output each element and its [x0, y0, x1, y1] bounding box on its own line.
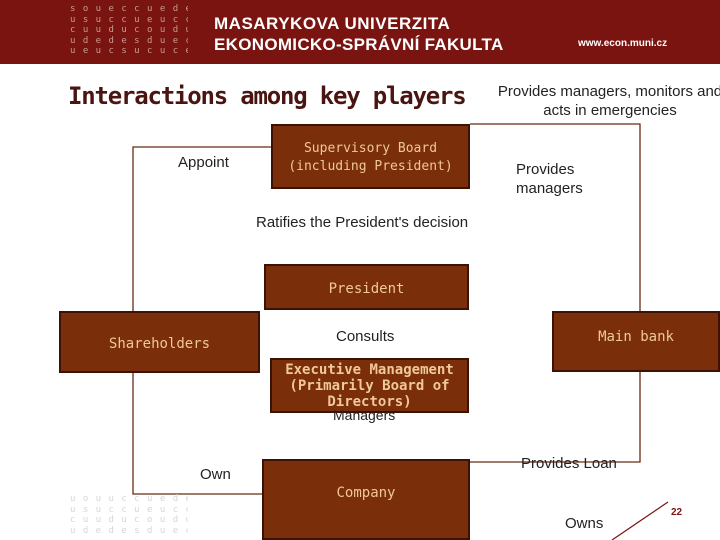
university-name: MASARYKOVA UNIVERZITA: [214, 14, 451, 33]
executive-management-label: Executive Management (Primarily Board of…: [285, 362, 454, 410]
label-ratifies: Ratifies the President's decision: [256, 214, 469, 231]
label-provides-managers: Provides managers: [516, 161, 583, 197]
supervisory-board-label: Supervisory Board (including President): [288, 141, 453, 174]
own-connector: [132, 373, 262, 495]
appoint-connector: [132, 146, 271, 311]
label-provides-loan: Provides Loan: [521, 455, 617, 472]
label-provides-managers-monitors: Provides managers, monitors and acts in …: [497, 83, 720, 119]
page-number: 22: [671, 507, 683, 518]
provides-managers-connector: [470, 123, 641, 311]
shareholders-box: Shareholders: [59, 311, 260, 373]
label-owns: Owns: [565, 515, 604, 532]
logo-pattern: s o u e c c u e d e u s u c c u e u c c …: [70, 4, 188, 56]
faculty-name: EKONOMICKO-SPRÁVNÍ FAKULTA: [214, 35, 504, 54]
loan-connector: [470, 372, 641, 463]
executive-management-box: Executive Management (Primarily Board of…: [270, 358, 469, 413]
supervisory-board-box: Supervisory Board (including President): [271, 124, 470, 189]
president-box: President: [264, 264, 469, 310]
header-bar: s o u e c c u e d e u s u c c u e u c c …: [0, 0, 720, 64]
slide-title: Interactions among key players: [68, 82, 467, 110]
footer-logo-pattern: u o u u c c u e d e u s u c c u e u c c …: [70, 494, 188, 536]
label-appoint: Appoint: [178, 154, 229, 171]
company-label: Company: [336, 485, 396, 501]
label-own: Own: [200, 466, 231, 483]
shareholders-label: Shareholders: [108, 336, 211, 352]
website-url: www.econ.muni.cz: [578, 38, 668, 49]
company-box: Company: [262, 459, 470, 540]
main-bank-box: Main bank: [552, 311, 720, 372]
label-managers: Managers: [333, 407, 396, 423]
main-bank-label: Main bank: [598, 329, 674, 345]
president-label: President: [328, 281, 405, 297]
label-consults: Consults: [336, 328, 395, 345]
